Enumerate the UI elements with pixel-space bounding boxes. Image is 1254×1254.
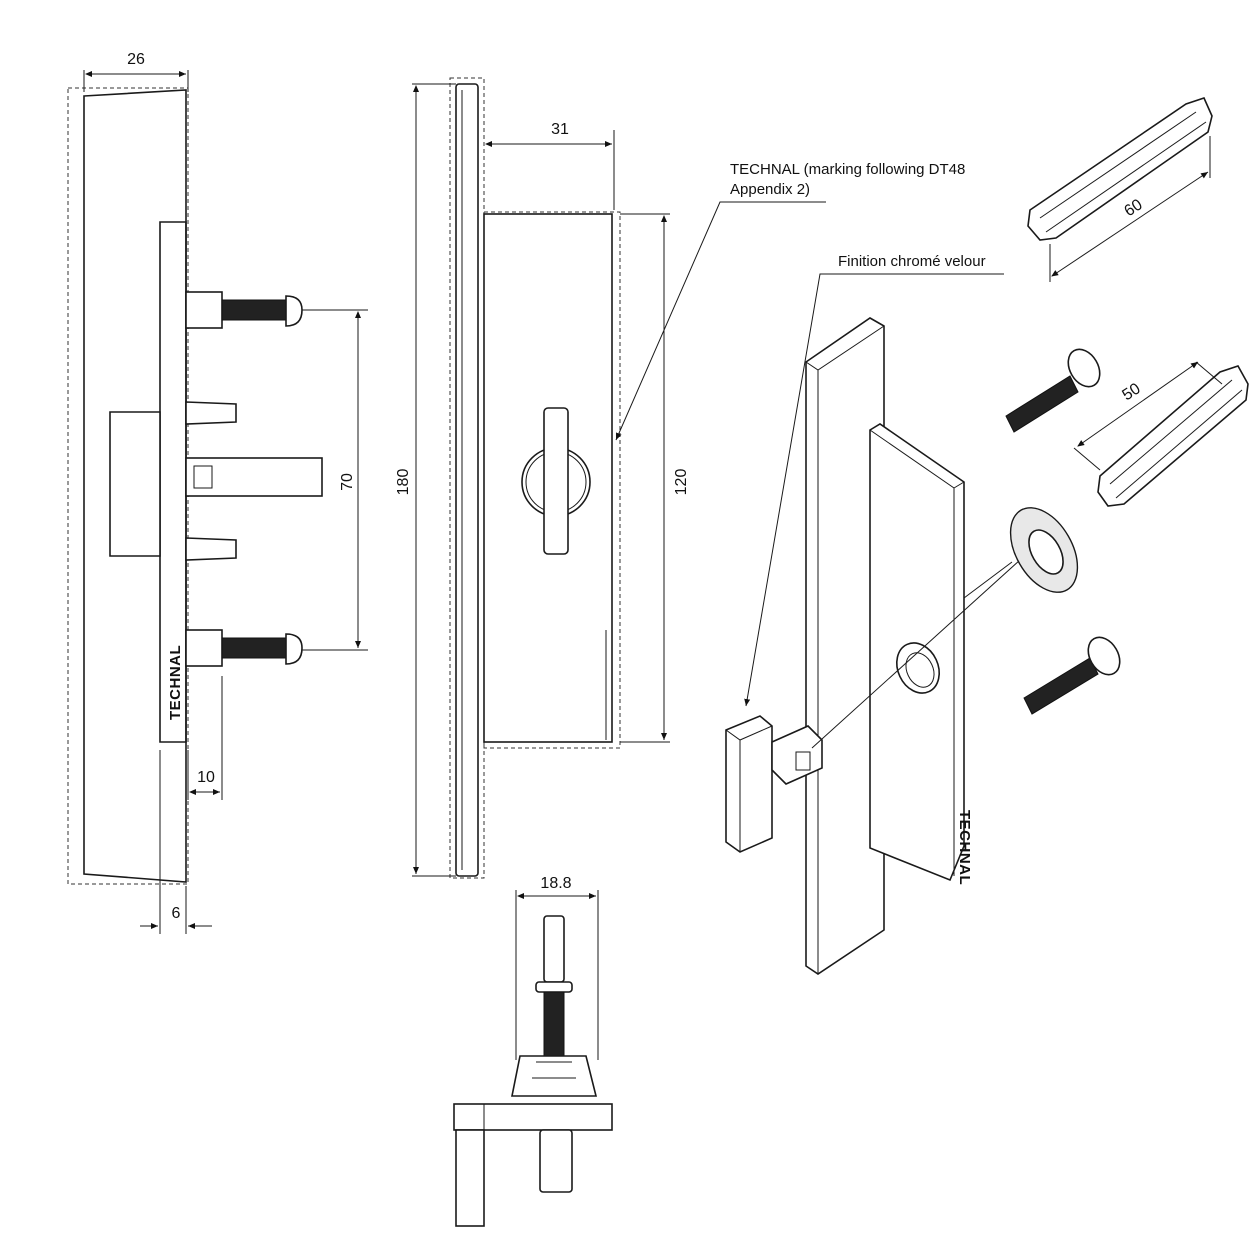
technal-marking-leader <box>615 201 826 441</box>
dim-60-label: 60 <box>1121 196 1145 220</box>
exploded-handle <box>725 715 773 853</box>
bottom-view-spindle <box>543 915 565 983</box>
dim-120-label: 120 <box>673 469 690 496</box>
exploded-back-plate <box>805 317 885 975</box>
spindle-50 <box>1097 365 1249 507</box>
side-view-screw-thread-top <box>221 299 287 321</box>
side-view-screw-thread-bottom <box>221 637 287 659</box>
front-view-plate <box>455 83 479 877</box>
side-view-screw-boss-bottom <box>185 629 223 667</box>
front-view-body <box>483 213 613 743</box>
bottom-view-thread <box>543 991 565 1057</box>
side-view-lug-top <box>185 401 237 425</box>
front-view-handle <box>543 407 569 555</box>
dim-60-line <box>1051 171 1209 277</box>
exploded-plate-logo: TECHNAL <box>956 810 973 885</box>
side-view-logo: TECHNAL <box>167 645 184 720</box>
bottom-view-housing <box>511 1055 598 1097</box>
dim-50-label: 50 <box>1119 380 1143 404</box>
dim-10-label: 10 <box>197 769 215 786</box>
dim-18-8-label: 18.8 <box>540 875 571 892</box>
exploded-handle-square <box>795 751 811 771</box>
exploded-screw-top-thread <box>1005 375 1079 433</box>
exploded-screw-bottom-head <box>1087 636 1121 676</box>
side-view-screw-head-top <box>285 295 303 327</box>
dim-6-label: 6 <box>172 905 181 922</box>
side-view-screw-boss-top <box>185 291 223 329</box>
side-view-plate <box>83 89 187 883</box>
exploded-view: TECHNAL Finition chromé velour 60 <box>725 97 1249 975</box>
side-view: TECHNAL 26 70 10 6 <box>67 51 368 934</box>
dim-180-label: 180 <box>395 469 412 496</box>
side-view-spindle <box>185 457 323 497</box>
dim-26-label: 26 <box>127 51 145 68</box>
dim-70-label: 70 <box>339 473 356 491</box>
bottom-view-lever <box>455 1129 485 1227</box>
finish-leader <box>744 273 1004 707</box>
technal-marking-note-line1: TECHNAL (marking following DT48 <box>730 161 965 178</box>
front-view: 180 31 120 TECHNAL (marking following DT… <box>395 77 965 879</box>
bottom-view-shank <box>539 1129 573 1193</box>
bottom-view-collar <box>535 981 573 993</box>
exploded-spindle-hole <box>896 642 940 694</box>
finish-note: Finition chromé velour <box>838 253 986 270</box>
exploded-screw-bottom-thread <box>1023 657 1099 715</box>
technal-marking-note-line2: Appendix 2) <box>730 181 810 198</box>
side-view-spindle-square <box>193 465 213 489</box>
bottom-view: 18.8 <box>453 875 613 1227</box>
dim-31-label: 31 <box>551 121 569 138</box>
side-view-base <box>159 221 187 743</box>
bottom-view-plate <box>453 1103 613 1131</box>
dim-50-line <box>1077 361 1199 447</box>
side-view-screw-head-bottom <box>285 633 303 665</box>
side-view-housing <box>109 411 161 557</box>
side-view-lug-bottom <box>185 537 237 561</box>
